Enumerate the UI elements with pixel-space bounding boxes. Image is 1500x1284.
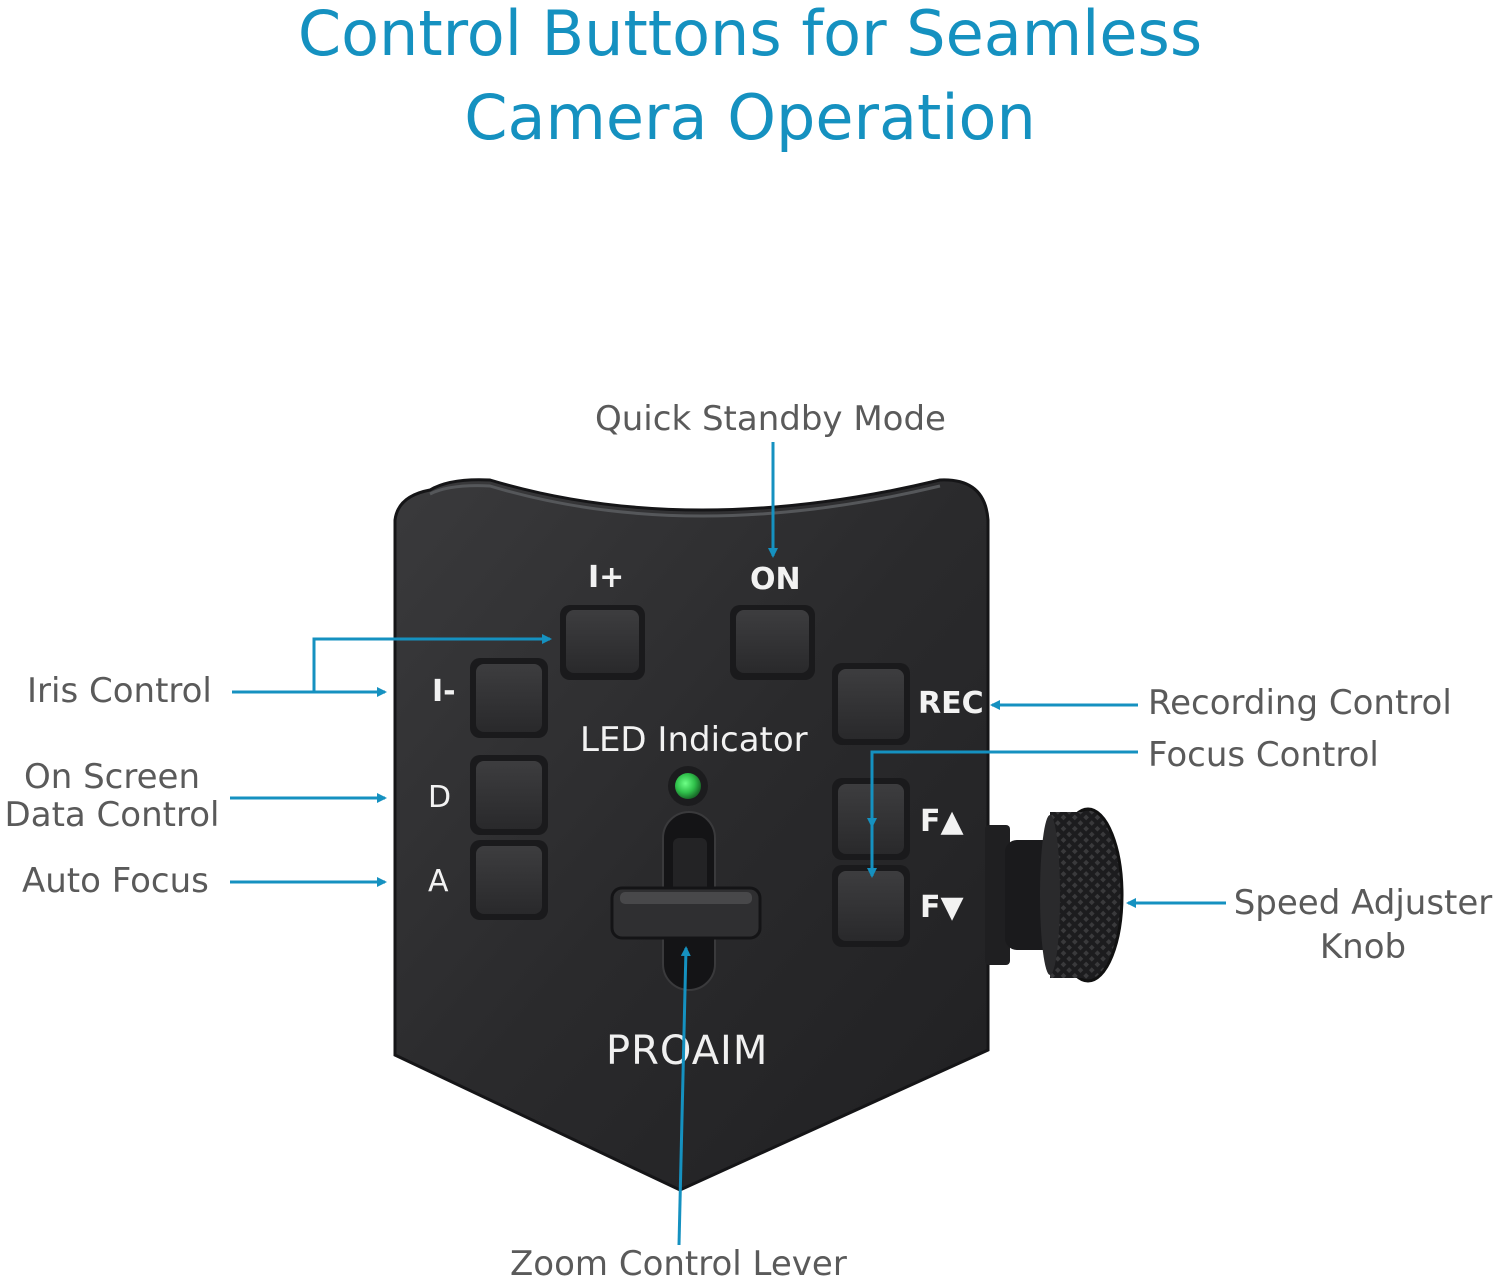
label-iris-minus: I- [432, 674, 456, 709]
brand-logo-text: PROAIM [606, 1028, 769, 1074]
button-iris-minus[interactable] [470, 658, 548, 738]
callout-auto-focus: Auto Focus [22, 861, 209, 901]
label-data: D [428, 780, 452, 815]
callout-focus-control: Focus Control [1148, 735, 1379, 775]
led-light [675, 773, 701, 799]
led-indicator-label: LED Indicator [580, 720, 808, 760]
page-title: Control Buttons for Seamless Camera Oper… [0, 0, 1500, 160]
callout-speed-adjuster-line-1: Speed Adjuster [1233, 883, 1493, 923]
callout-quick-standby: Quick Standby Mode [595, 399, 946, 439]
callout-on-screen-data: On Screen Data Control [0, 758, 224, 834]
button-focus-down[interactable] [832, 865, 910, 947]
title-line-2: Camera Operation [464, 81, 1036, 154]
label-focus-down: F▼ [920, 890, 964, 925]
body-edge-highlight [429, 484, 941, 518]
callout-zoom-lever: Zoom Control Lever [510, 1244, 847, 1284]
button-iris-plus[interactable] [560, 605, 645, 680]
label-on: ON [750, 562, 801, 597]
callout-speed-adjuster-line-2: Knob [1319, 927, 1407, 967]
callout-on-screen-line-1: On Screen [23, 757, 200, 797]
callout-speed-adjuster: Speed Adjuster Knob [1228, 884, 1498, 966]
label-rec: REC [918, 686, 984, 721]
button-auto-focus[interactable] [470, 840, 548, 920]
callout-on-screen-line-2: Data Control [4, 795, 220, 835]
callout-recording-control: Recording Control [1148, 683, 1452, 723]
button-focus-up[interactable] [832, 778, 910, 860]
button-on[interactable] [730, 605, 815, 680]
button-rec[interactable] [832, 663, 910, 745]
button-data[interactable] [470, 755, 548, 835]
label-iris-plus: I+ [588, 560, 625, 595]
callout-iris-control: Iris Control [27, 671, 212, 711]
lever-highlight [620, 892, 752, 904]
label-focus-up: F▲ [920, 804, 964, 839]
speed-adjuster-knob[interactable] [985, 807, 1124, 983]
label-auto: A [428, 864, 449, 899]
title-line-1: Control Buttons for Seamless [297, 0, 1203, 70]
